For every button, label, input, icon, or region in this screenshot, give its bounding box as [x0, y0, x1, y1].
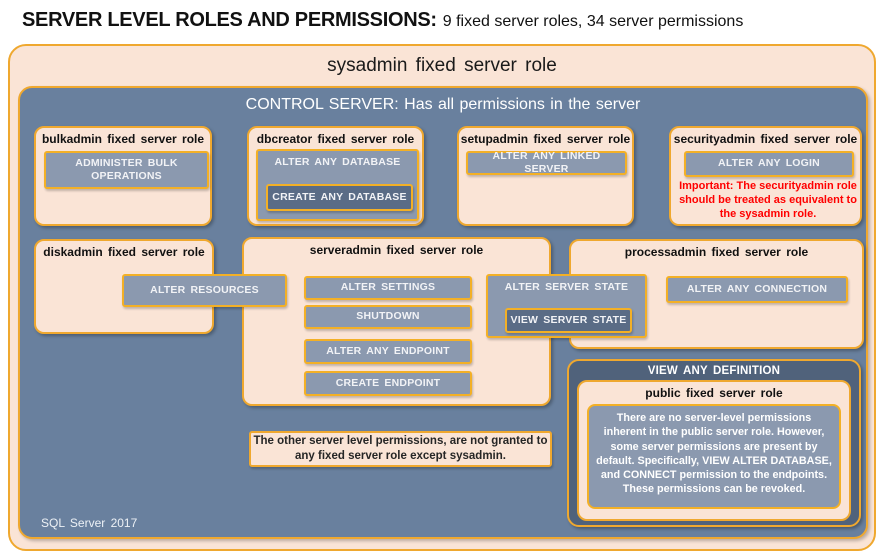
- processadmin-role-title: processadmin fixed server role: [624, 245, 809, 259]
- public-role-title: public fixed server role: [645, 386, 783, 400]
- permission-alter-any-linked-server: ALTER ANY LINKED SERVER: [466, 150, 627, 175]
- dbcreator-role-title: dbcreator fixed server role: [256, 132, 415, 146]
- page-title-subtitle: 9 fixed server roles, 34 server permissi…: [442, 13, 744, 30]
- sysadmin-role-box: sysadmin fixed server role CONTROL SERVE…: [8, 44, 876, 551]
- permission-alter-server-state-label: ALTER SERVER STATE: [504, 281, 629, 293]
- public-role-box: public fixed server role There are no se…: [577, 380, 851, 521]
- bulkadmin-role-box: bulkadmin fixed server role ADMINISTER B…: [34, 126, 212, 226]
- page-title-main: SERVER LEVEL ROLES AND PERMISSIONS:: [22, 9, 437, 31]
- setupadmin-role-box: setupadmin fixed server role ALTER ANY L…: [457, 126, 634, 226]
- permission-create-endpoint: CREATE ENDPOINT: [304, 371, 472, 396]
- permission-alter-any-database: ALTER ANY DATABASE CREATE ANY DATABASE: [256, 149, 419, 221]
- sysadmin-role-label: sysadmin fixed server role: [327, 55, 557, 76]
- securityadmin-warning-note: Important: The securityadmin role should…: [679, 180, 857, 220]
- control-server-label: CONTROL SERVER: Has all permissions in t…: [245, 96, 641, 113]
- permission-administer-bulk-operations: ADMINISTER BULK OPERATIONS: [44, 151, 209, 189]
- permission-view-any-definition-label: VIEW ANY DEFINITION: [647, 365, 781, 377]
- dbcreator-role-box: dbcreator fixed server role ALTER ANY DA…: [247, 126, 424, 226]
- permission-alter-resources: ALTER RESOURCES: [122, 274, 287, 307]
- permission-view-any-definition-box: VIEW ANY DEFINITION public fixed server …: [567, 359, 861, 527]
- permission-view-server-state: VIEW SERVER STATE: [505, 308, 632, 333]
- sql-server-version-label: SQL Server 2017: [41, 516, 138, 530]
- other-permissions-note: The other server level permissions, are …: [249, 431, 552, 467]
- securityadmin-role-box: securityadmin fixed server role ALTER AN…: [669, 126, 862, 226]
- page-title: SERVER LEVEL ROLES AND PERMISSIONS: 9 fix…: [22, 9, 862, 32]
- permission-alter-settings: ALTER SETTINGS: [304, 276, 472, 300]
- permission-shutdown: SHUTDOWN: [304, 305, 472, 329]
- serveradmin-role-title: serveradmin fixed server role: [309, 243, 484, 257]
- permission-alter-any-endpoint: ALTER ANY ENDPOINT: [304, 339, 472, 364]
- public-role-description: There are no server-level permissions in…: [587, 404, 841, 509]
- bulkadmin-role-title: bulkadmin fixed server role: [41, 132, 205, 146]
- securityadmin-role-title: securityadmin fixed server role: [673, 132, 858, 146]
- permission-alter-server-state: ALTER SERVER STATE VIEW SERVER STATE: [486, 274, 647, 338]
- permission-alter-any-connection: ALTER ANY CONNECTION: [666, 276, 848, 303]
- setupadmin-role-title: setupadmin fixed server role: [460, 132, 631, 146]
- diskadmin-role-title: diskadmin fixed server role: [43, 245, 205, 259]
- permission-alter-any-login: ALTER ANY LOGIN: [684, 151, 854, 177]
- permission-alter-any-database-label: ALTER ANY DATABASE: [274, 156, 401, 168]
- permission-create-any-database: CREATE ANY DATABASE: [266, 184, 413, 211]
- control-server-box: CONTROL SERVER: Has all permissions in t…: [18, 86, 868, 539]
